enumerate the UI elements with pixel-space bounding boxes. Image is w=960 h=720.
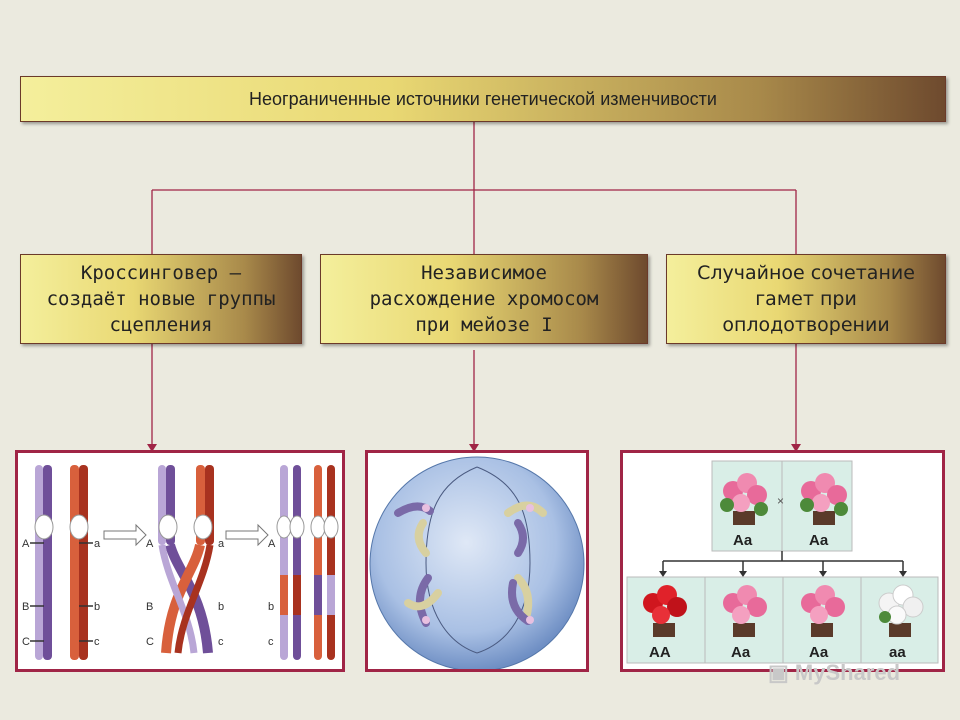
label-c2: c [218, 636, 224, 648]
offspring-flower-Aa-2 [801, 585, 845, 637]
source-1-line-3: сцепления [109, 314, 213, 336]
cross-symbol: × [777, 494, 784, 508]
offspring-flower-aa [878, 584, 924, 637]
source-3-line-2: гамет при [755, 288, 857, 310]
offspring-flower-Aa-1 [723, 585, 767, 637]
parent-genotype-left: Aa [733, 532, 753, 549]
parent-genotype-right: Aa [809, 532, 829, 549]
title-box: Неограниченные источники генетической из… [20, 76, 946, 122]
watermark: ▣ MyShared [768, 660, 900, 686]
watermark-text: MyShared [794, 660, 901, 685]
flower-cross-diagram: × Aa Aa [626, 460, 939, 664]
source-1-line-2: создаёт новые группы [46, 288, 276, 310]
source-2-line-2: расхождение хромосом [369, 288, 599, 310]
meiosis-cell-diagram [369, 456, 585, 672]
source-1-line-1: Кроссинговер – [80, 262, 242, 284]
label-A1: A [22, 538, 30, 550]
label-C2: C [146, 636, 154, 648]
offspring-flower-AA [643, 585, 687, 637]
label-B2: B [146, 601, 153, 613]
offspring-genotype-4: aa [889, 644, 906, 661]
source-3-line-1: Случайное сочетание [697, 262, 915, 284]
crossover-diagram: A a B b C c A a B b C c [22, 465, 339, 660]
offspring-genotype-2: Aa [731, 644, 751, 661]
label-b1: b [94, 601, 100, 613]
label-c3: c [268, 636, 274, 648]
meiosis-illustration-panel [365, 450, 589, 672]
parent-flower-right [800, 473, 848, 525]
label-c1: c [94, 636, 100, 648]
label-a2: a [218, 538, 225, 550]
label-A3: A [268, 538, 276, 550]
watermark-icon: ▣ [768, 660, 795, 685]
source-box-independent-assortment: Независимое расхождение хромосом при мей… [320, 254, 648, 344]
label-B1: B [22, 601, 29, 613]
label-b2: b [218, 601, 224, 613]
title-text: Неограниченные источники генетической из… [249, 88, 717, 109]
crossover-illustration-panel: A a B b C c A a B b C c [15, 450, 345, 672]
label-A2: A [146, 538, 154, 550]
fertilization-illustration-panel: × Aa Aa [620, 450, 945, 672]
label-a1: a [94, 538, 101, 550]
offspring-genotype-1: AA [649, 644, 671, 661]
source-2-line-1: Независимое [421, 262, 547, 284]
source-3-line-3: оплодотворении [722, 314, 890, 336]
source-box-random-fertilization: Случайное сочетание гамет при оплодотвор… [666, 254, 946, 344]
label-C1: C [22, 636, 30, 648]
parent-flower-left [720, 473, 768, 525]
label-b3: b [268, 601, 274, 613]
source-box-crossover: Кроссинговер – создаёт новые группы сцеп… [20, 254, 302, 344]
offspring-genotype-3: Aa [809, 644, 829, 661]
source-2-line-3: при мейозе I [415, 314, 553, 336]
